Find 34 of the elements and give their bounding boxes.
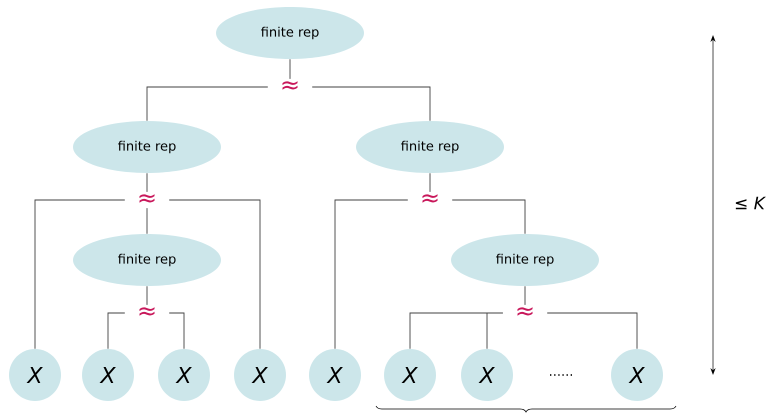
connector-line bbox=[146, 86, 268, 122]
circle-node: X bbox=[158, 349, 210, 401]
connector-line bbox=[146, 172, 148, 192]
ellipsis-dots: ...... bbox=[550, 374, 572, 376]
oval-node: finite rep bbox=[356, 121, 504, 173]
approx-symbol: ≈ bbox=[140, 194, 155, 203]
connector-line bbox=[546, 312, 638, 350]
connector-line bbox=[452, 200, 526, 234]
circle-node: X bbox=[611, 349, 663, 401]
circle-node: X bbox=[82, 349, 134, 401]
oval-node: finite rep bbox=[451, 234, 599, 286]
connector-line bbox=[146, 286, 148, 306]
connector-line bbox=[168, 200, 260, 350]
connector-line bbox=[34, 200, 126, 350]
circle-node: X bbox=[309, 349, 361, 401]
circle-node: X bbox=[461, 349, 513, 401]
oval-node: finite rep bbox=[73, 121, 221, 173]
circle-node: X bbox=[9, 349, 61, 401]
oval-node: finite rep bbox=[73, 234, 221, 286]
connector-line bbox=[524, 286, 526, 306]
connector-line bbox=[334, 200, 408, 350]
circle-node: X bbox=[384, 349, 436, 401]
connector-line bbox=[312, 86, 430, 122]
connector-line bbox=[168, 312, 184, 350]
circle-node: X bbox=[234, 349, 286, 401]
approx-symbol: ≈ bbox=[140, 307, 155, 316]
approx-symbol: ≈ bbox=[518, 307, 533, 316]
connector-line bbox=[146, 208, 148, 234]
oval-node: finite rep bbox=[216, 7, 364, 59]
connector-line bbox=[486, 312, 504, 350]
bound-label: ≤ K bbox=[736, 196, 766, 210]
connector-line bbox=[108, 312, 126, 350]
approx-symbol: ≈ bbox=[422, 194, 438, 203]
approx-symbol: ≈ bbox=[282, 81, 298, 90]
